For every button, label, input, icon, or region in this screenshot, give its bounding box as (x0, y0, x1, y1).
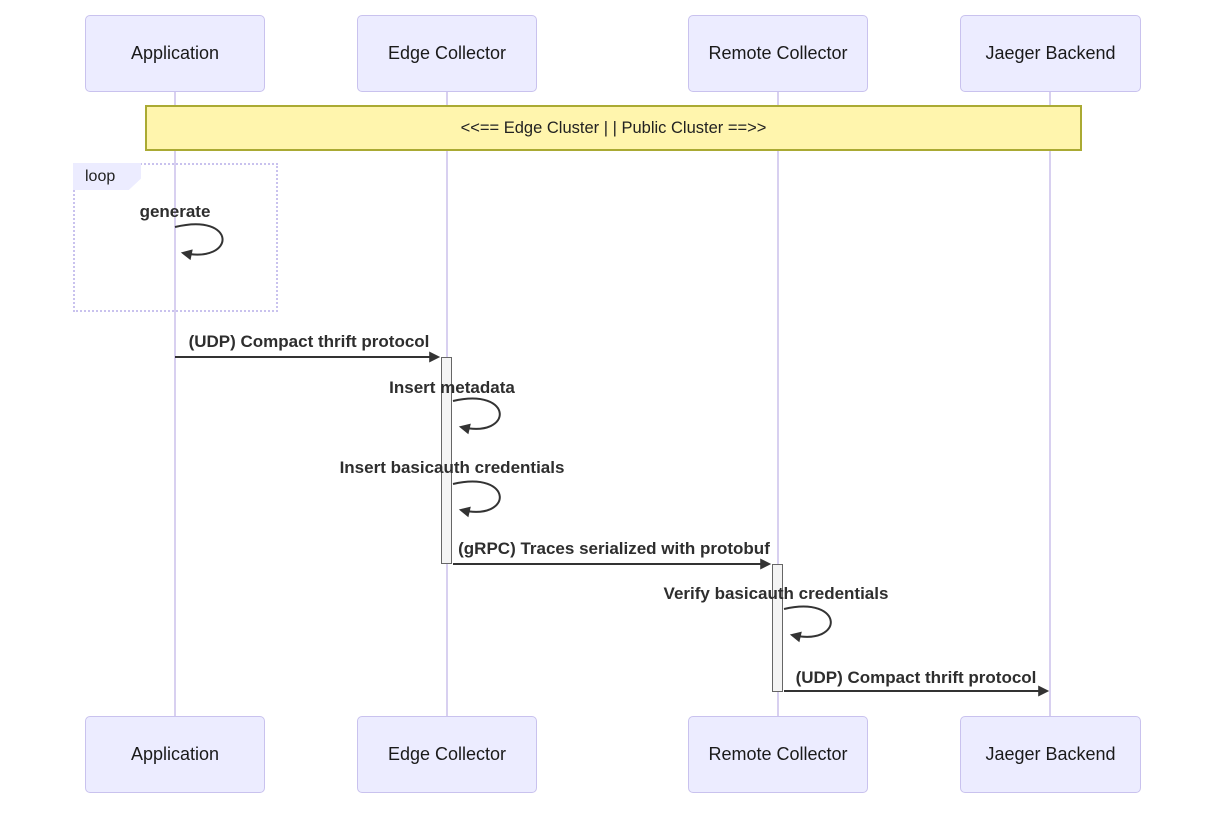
participant-label: Application (130, 744, 220, 764)
participant-jaeger-backend-bottom: Jaeger Backend (960, 716, 1141, 793)
message-label-generate: generate (139, 202, 211, 221)
lifeline-remote-collector (777, 92, 779, 716)
participant-application-top: Application (85, 15, 265, 92)
participant-edge-collector-bottom: Edge Collector (357, 716, 537, 793)
lifeline-application (174, 92, 176, 716)
note-cluster-boundary: <<== Edge Cluster | | Public Cluster ==>… (145, 105, 1082, 151)
participant-label: Application (130, 43, 220, 63)
participant-label: Jaeger Backend (985, 744, 1116, 764)
message-label-grpc-protobuf: (gRPC) Traces serialized with protobuf (458, 539, 770, 558)
participant-remote-collector-bottom: Remote Collector (688, 716, 868, 793)
self-arrow-insert-basicauth (452, 480, 501, 518)
message-label-insert-metadata: Insert metadata (389, 378, 515, 397)
self-arrow-verify-basicauth (783, 605, 832, 643)
participant-label: Jaeger Backend (985, 43, 1116, 63)
self-arrow-generate (174, 223, 224, 261)
message-label-udp-compact-thrift-1: (UDP) Compact thrift protocol (188, 332, 430, 351)
participant-label: Edge Collector (387, 43, 507, 63)
participant-edge-collector-top: Edge Collector (357, 15, 537, 92)
participant-label: Remote Collector (708, 43, 848, 63)
participant-application-bottom: Application (85, 716, 265, 793)
loop-label-tab: loop (73, 163, 141, 190)
activation-remote-collector (772, 564, 783, 692)
lifeline-jaeger-backend (1049, 92, 1051, 716)
participant-jaeger-backend-top: Jaeger Backend (960, 15, 1141, 92)
loop-frame (73, 163, 278, 312)
loop-label: loop (85, 167, 116, 185)
note-text: <<== Edge Cluster | | Public Cluster ==>… (460, 118, 767, 137)
message-label-udp-compact-thrift-2: (UDP) Compact thrift protocol (795, 668, 1037, 687)
message-label-insert-basicauth: Insert basicauth credentials (339, 458, 565, 477)
self-arrow-insert-metadata (452, 397, 501, 435)
participant-label: Edge Collector (387, 744, 507, 764)
message-label-verify-basicauth: Verify basicauth credentials (663, 584, 889, 603)
participant-remote-collector-top: Remote Collector (688, 15, 868, 92)
participant-label: Remote Collector (708, 744, 848, 764)
activation-edge-collector (441, 357, 452, 564)
